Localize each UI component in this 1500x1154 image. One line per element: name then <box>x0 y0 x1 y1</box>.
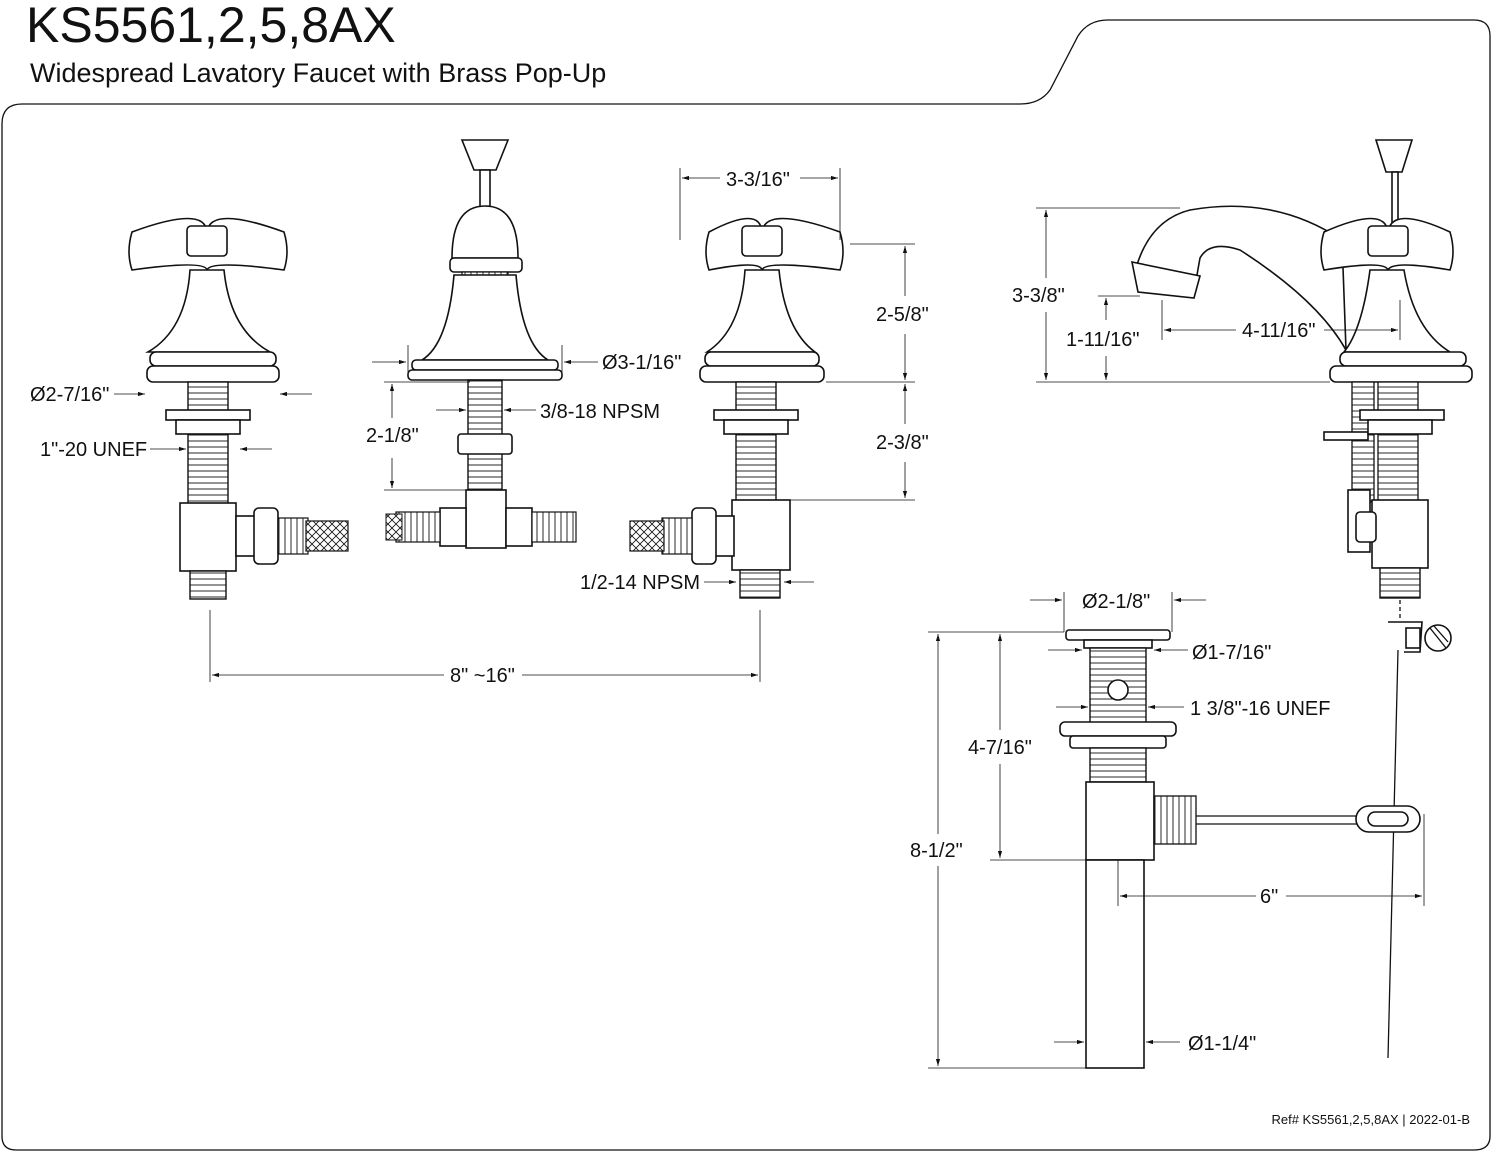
popup-drain <box>1059 629 1421 1069</box>
dim-spout-thread: 3/8-18 NPSM <box>540 401 660 423</box>
left-handle-valve <box>128 217 349 600</box>
dim-spout-shank-len: 2-1/8" <box>366 425 419 447</box>
dim-handle-height: 2-5/8" <box>876 304 929 326</box>
product-description: Widespread Lavatory Faucet with Brass Po… <box>30 58 607 88</box>
right-handle-valve <box>629 217 844 599</box>
dim-supply-thread: 1/2-14 NPSM <box>580 572 700 594</box>
dim-tailpiece-dia: Ø1-1/4" <box>1188 1033 1256 1055</box>
dim-spout-height: 3-3/8" <box>1012 285 1065 307</box>
spout-front-view <box>385 139 577 549</box>
dim-drain-total-len: 8-1/2" <box>910 840 963 862</box>
dim-drain-flange-dia: Ø2-1/8" <box>1082 591 1150 613</box>
dim-pivot-rod-len: 6" <box>1260 886 1278 908</box>
dim-handle-thread: 1"-20 UNEF <box>40 439 147 461</box>
dimension-lines <box>114 168 1425 1069</box>
dim-spout-base-dia: Ø3-1/16" <box>602 352 681 374</box>
dim-drain-body-len: 4-7/16" <box>968 737 1032 759</box>
dim-center-spread: 8" ~16" <box>450 665 515 687</box>
dim-drain-body-dia: Ø1-7/16" <box>1192 642 1271 664</box>
reference-number: Ref# KS5561,2,5,8AX | 2022-01-B <box>1271 1112 1470 1127</box>
spout-side-view <box>1130 139 1473 1059</box>
dim-handle-width: 3-3/16" <box>726 169 790 191</box>
model-title: KS5561,2,5,8AX <box>26 0 396 53</box>
dim-aerator-height: 1-11/16" <box>1066 329 1139 351</box>
drawing-frame <box>1 19 1491 1151</box>
dim-handle-flange-dia: Ø2-7/16" <box>30 384 109 406</box>
dim-drain-thread: 1 3/8"-16 UNEF <box>1190 698 1331 720</box>
dim-handle-shank-len: 2-3/8" <box>876 432 929 454</box>
dim-spout-reach: 4-11/16" <box>1242 320 1315 342</box>
